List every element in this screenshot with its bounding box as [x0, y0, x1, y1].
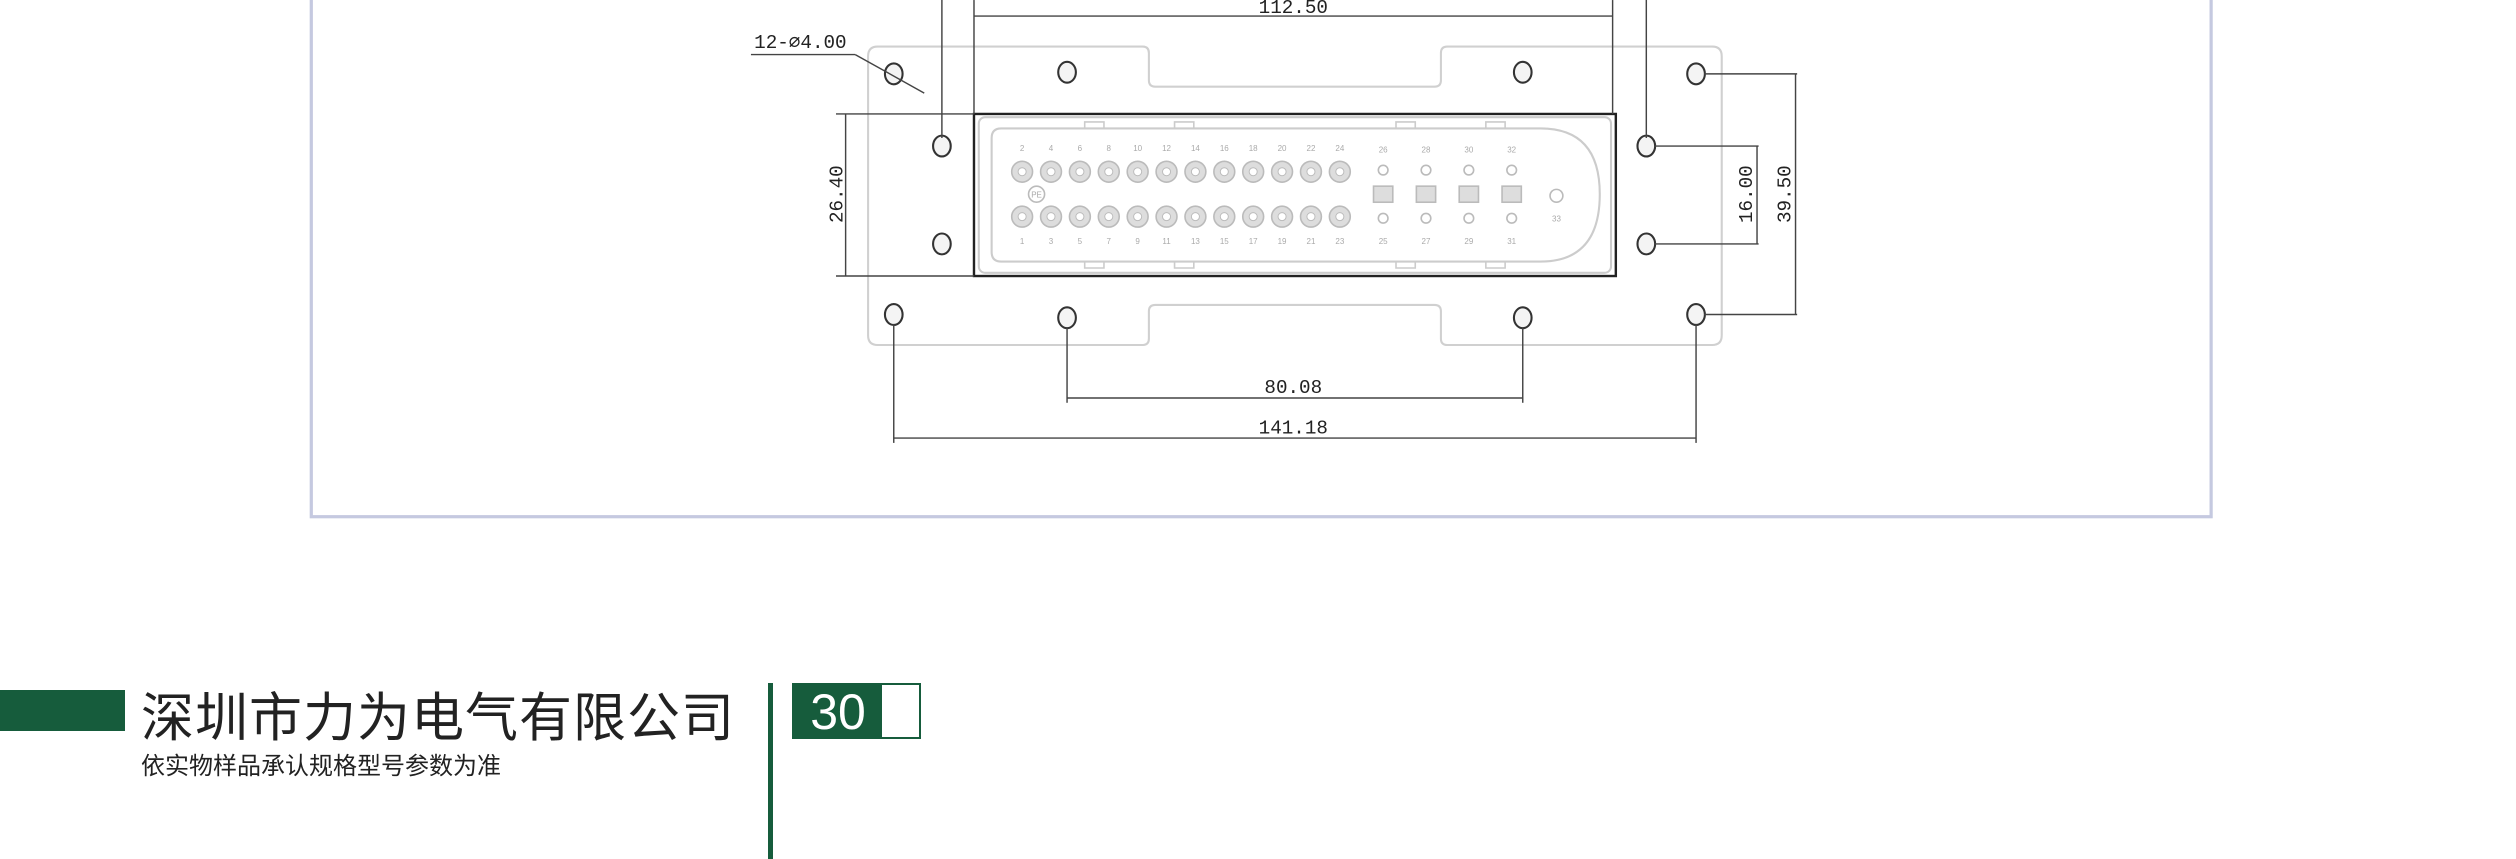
- pin-label: 26: [1379, 145, 1388, 154]
- dim-body-height: 26.40: [826, 165, 848, 223]
- mounting-hole: [1057, 60, 1077, 84]
- pin-label: 17: [1249, 237, 1258, 246]
- pin-label: 30: [1464, 145, 1473, 154]
- mounting-hole: [883, 303, 904, 327]
- latch-clip: [1083, 261, 1105, 269]
- brand-bar: [0, 690, 125, 731]
- pin-33: [1549, 188, 1564, 204]
- pin-label: 2: [1020, 144, 1025, 153]
- signal-pin: [1377, 164, 1389, 176]
- page-number-box: 30: [792, 683, 921, 739]
- pin-label: 16: [1220, 144, 1229, 153]
- square-contact: [1501, 185, 1523, 204]
- signal-pin: [1420, 164, 1432, 176]
- pin-label: 1: [1020, 237, 1025, 246]
- square-contact: [1372, 185, 1394, 204]
- latch-clip: [1173, 261, 1195, 269]
- page-number: 30: [794, 685, 882, 739]
- pin-label: 13: [1191, 237, 1200, 246]
- pin-label: 15: [1220, 237, 1229, 246]
- pin-label: 27: [1422, 237, 1431, 246]
- pin-label: 4: [1049, 144, 1054, 153]
- signal-pin: [1506, 212, 1518, 224]
- dim-hole-pitch-h-inner: 80.08: [1264, 377, 1322, 399]
- pin-label: 7: [1107, 237, 1112, 246]
- latch-clip: [1173, 121, 1195, 129]
- footer-divider: [768, 683, 773, 859]
- pin-label: 23: [1335, 237, 1344, 246]
- mounting-hole: [1636, 134, 1657, 158]
- connector-body: [972, 112, 1618, 278]
- insert-profile: [990, 127, 1601, 263]
- dimension-lines: [750, 0, 1798, 443]
- square-contact: [1458, 185, 1480, 204]
- flange-outline: [867, 45, 1723, 347]
- square-contact: [1415, 185, 1437, 204]
- pin-label: 14: [1191, 144, 1200, 153]
- mounting-hole: [1512, 60, 1533, 84]
- dim-top-width: 112.50: [1259, 0, 1328, 19]
- mounting-hole: [932, 134, 952, 158]
- pin-label: 11: [1162, 237, 1171, 246]
- signal-pin: [1463, 212, 1475, 224]
- pin-label: 32: [1507, 145, 1516, 154]
- pin-label: 33: [1552, 214, 1561, 223]
- pin-label: 24: [1335, 144, 1344, 153]
- pin-label: 25: [1379, 237, 1388, 246]
- drawing-frame: [309, 0, 2213, 519]
- disclaimer-note: 依实物样品承认规格型号参数为准: [141, 752, 501, 780]
- mounting-hole: [883, 62, 904, 86]
- mounting-hole: [1512, 306, 1533, 330]
- mounting-hole: [1636, 232, 1657, 256]
- pin-label: 18: [1249, 144, 1258, 153]
- pin-label: 20: [1278, 144, 1287, 153]
- latch-clip: [1395, 121, 1417, 129]
- mounting-hole: [1686, 303, 1706, 327]
- latch-clip: [1485, 261, 1506, 269]
- pin-label: 28: [1422, 145, 1431, 154]
- pin-label: 9: [1135, 237, 1140, 246]
- pe-label: PE: [1031, 190, 1042, 199]
- pin-label: 19: [1278, 237, 1287, 246]
- signal-pin: [1377, 212, 1389, 224]
- signal-pin: [1463, 164, 1475, 176]
- mounting-hole: [1057, 306, 1077, 330]
- dim-holes: 12-∅4.00: [754, 32, 846, 54]
- mounting-hole: [1686, 62, 1706, 86]
- dim-hole-pitch-v-outer: 39.50: [1775, 165, 1797, 223]
- pin-label: 21: [1306, 237, 1315, 246]
- pin-label: 29: [1464, 237, 1473, 246]
- pin-label: 6: [1078, 144, 1083, 153]
- pin-label: 22: [1306, 144, 1315, 153]
- pin-label: 5: [1078, 237, 1083, 246]
- pin-label: 31: [1507, 237, 1516, 246]
- latch-clip: [1395, 261, 1417, 269]
- pin-label: 8: [1107, 144, 1112, 153]
- company-name: 深圳市力为电气有限公司: [141, 688, 735, 749]
- mounting-hole: [932, 232, 952, 256]
- pin-label: 3: [1049, 237, 1054, 246]
- pin-label: 10: [1133, 144, 1142, 153]
- dim-hole-pitch-v-inner: 16.00: [1736, 165, 1758, 223]
- dim-hole-pitch-h-outer: 141.18: [1259, 417, 1328, 439]
- latch-clip: [1485, 121, 1506, 129]
- latch-clip: [1083, 121, 1105, 129]
- signal-pin: [1506, 164, 1518, 176]
- pe-symbol: [1027, 185, 1046, 204]
- pin-label: 12: [1162, 144, 1171, 153]
- signal-pin: [1420, 212, 1432, 224]
